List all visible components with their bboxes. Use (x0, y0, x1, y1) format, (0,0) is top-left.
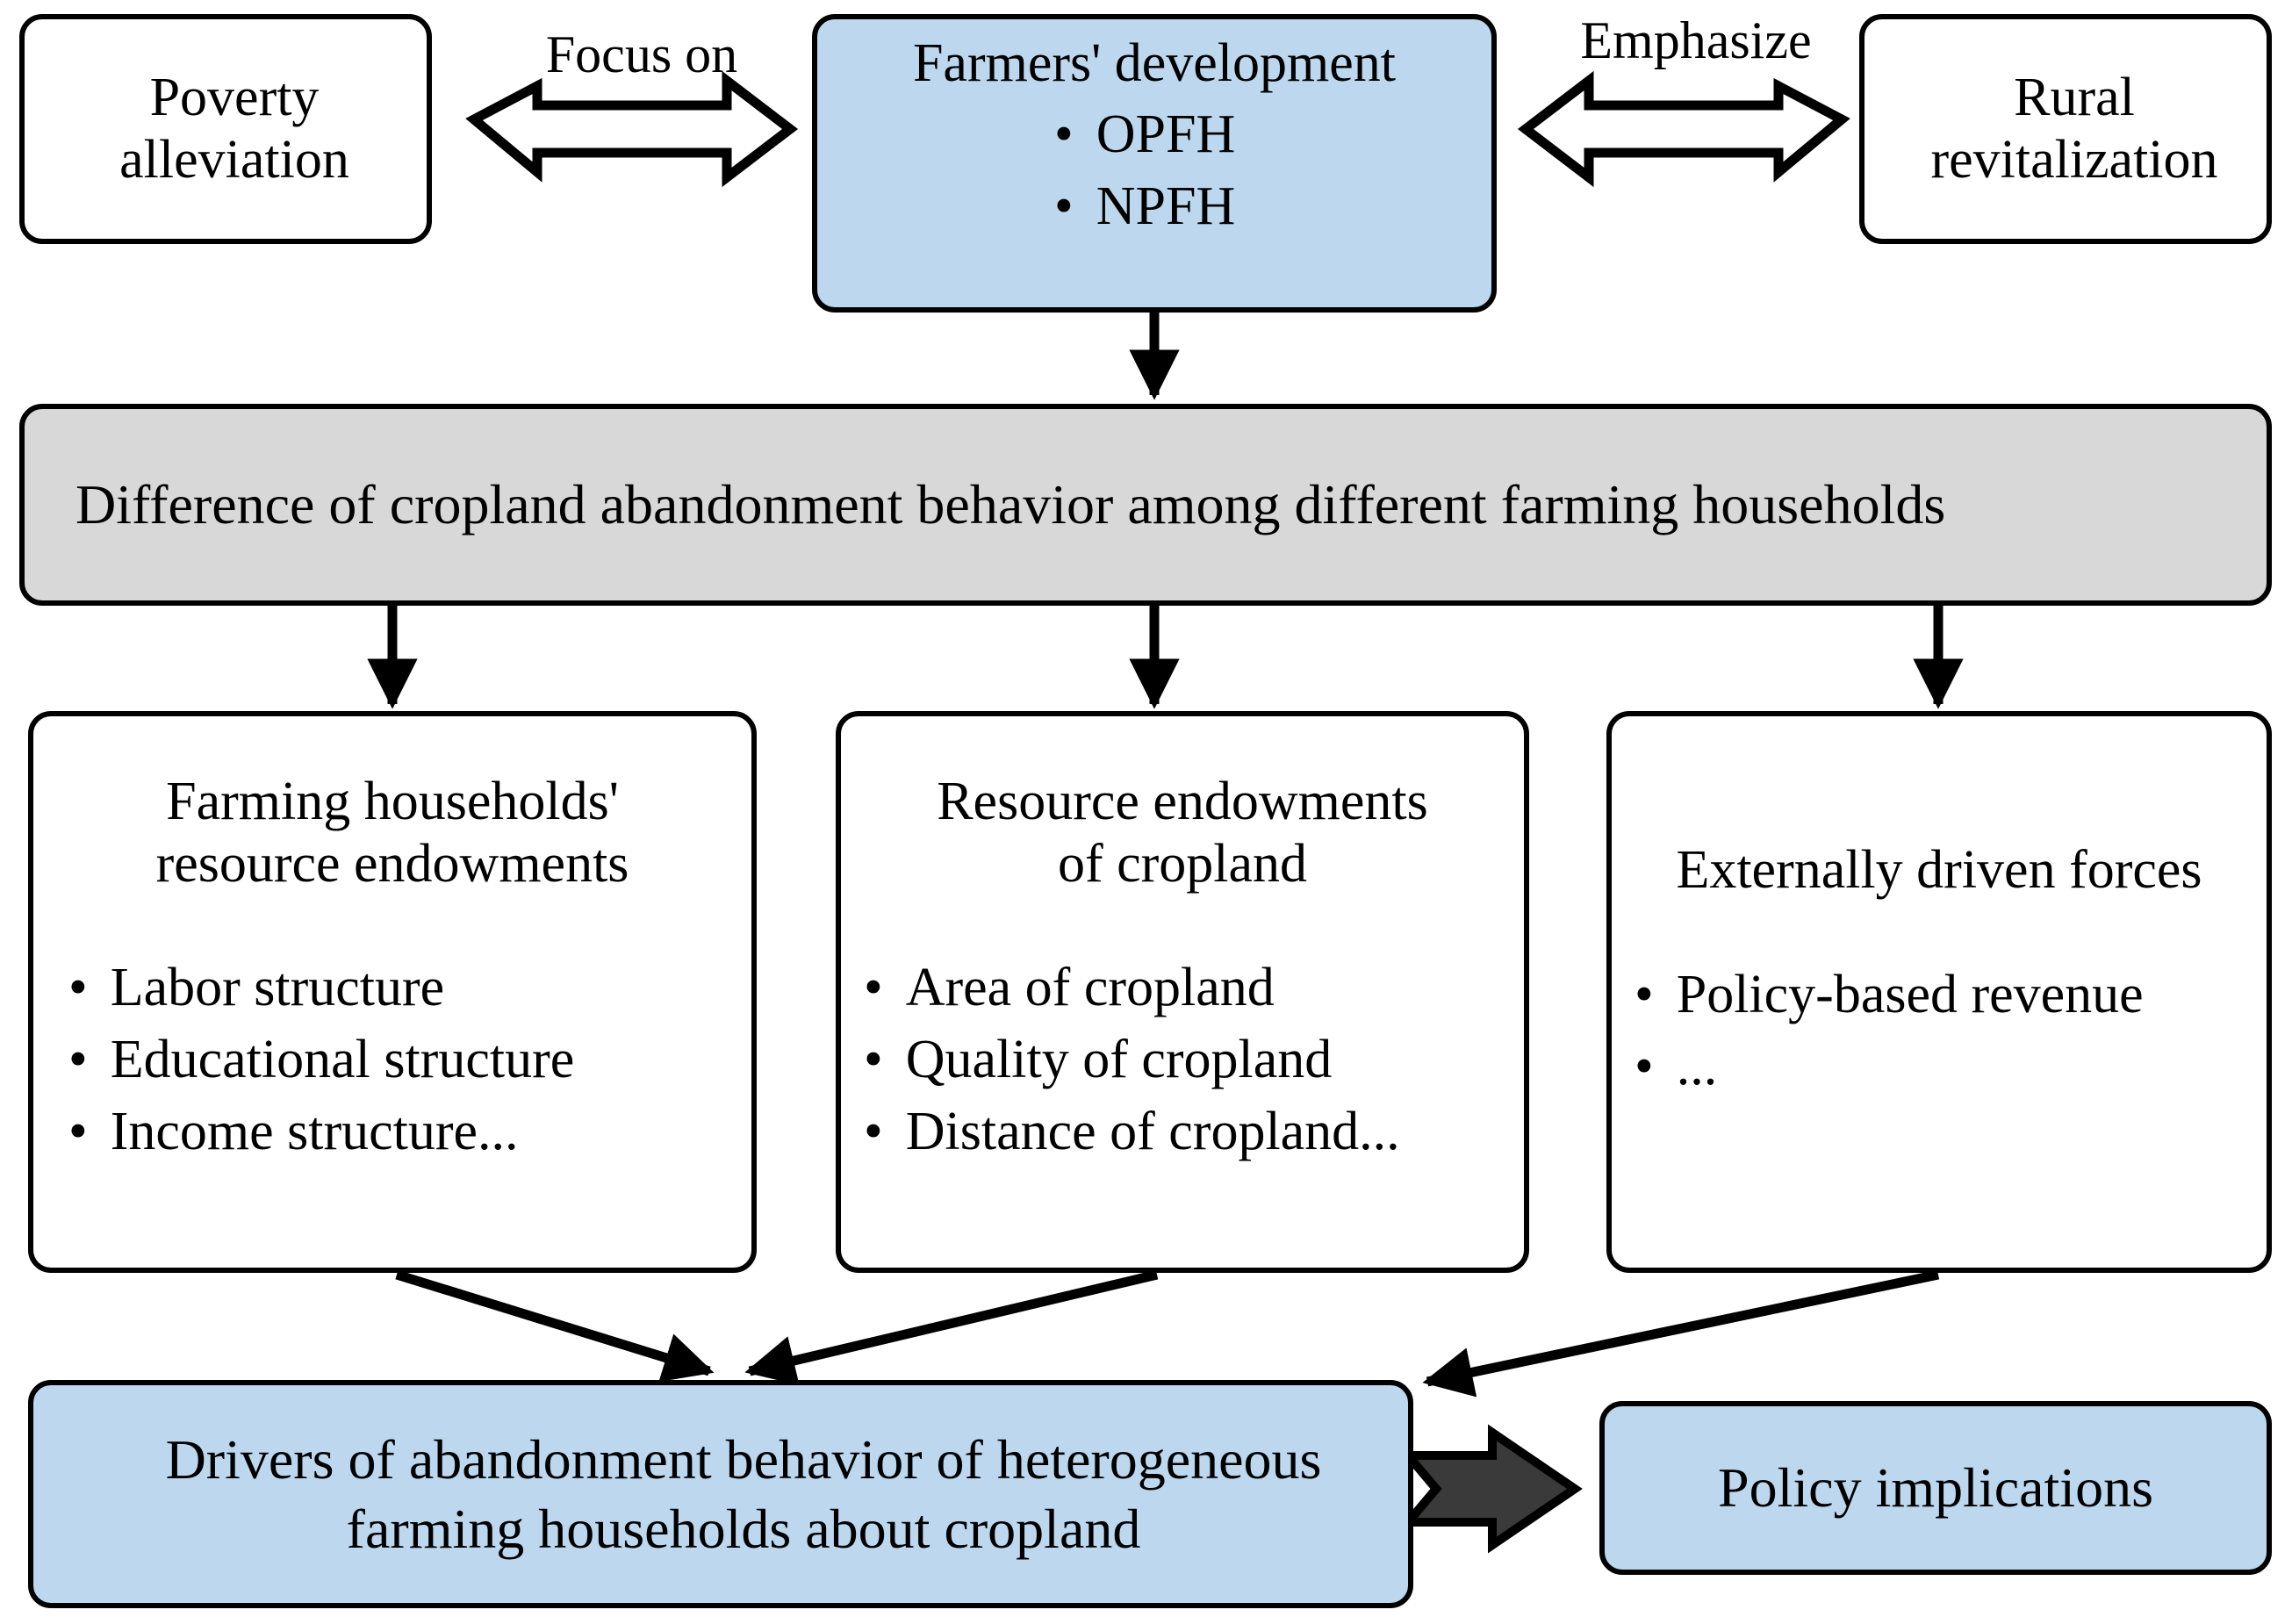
box-difference-of-behavior[interactable]: Difference of cropland abandonment behav… (19, 404, 2272, 606)
list-item-label: OPFH (1096, 104, 1236, 165)
list-item-label: NPFH (1096, 176, 1236, 237)
list-item: • Area of cropland (864, 952, 1524, 1024)
list-item: • ... (1635, 1031, 2267, 1103)
list-item: • Income structure... (68, 1096, 751, 1168)
box-policy-implications-title: Policy implications (1718, 1455, 2153, 1519)
box-drivers-of-abandonment-behavior-body: Drivers of abandonment behavior of heter… (33, 1385, 1454, 1603)
list-item: • Distance of cropland... (864, 1096, 1524, 1168)
block-arrow-focus-on (465, 70, 799, 188)
list-item-label: Income structure... (110, 1102, 519, 1161)
list-item: • NPFH (1054, 171, 1491, 243)
edge-label-emphasize: Emphasize (1580, 11, 1812, 69)
list-item-label: ... (1676, 1036, 1718, 1096)
box-policy-implications-body: Policy implications (1605, 1406, 2267, 1570)
list-item: • Policy-based revenue (1635, 959, 2267, 1031)
list-item-label: Quality of cropland (905, 1030, 1333, 1090)
list-item-label: Area of cropland (905, 958, 1275, 1018)
list-item-label: Labor structure (110, 958, 445, 1018)
bullet-icon: • (68, 1102, 88, 1161)
box-policy-implications[interactable]: Policy implications (1599, 1401, 2272, 1575)
list-item: • OPFH (1054, 99, 1491, 171)
bullet-icon: • (68, 1030, 88, 1090)
list-item: • Educational structure (68, 1024, 751, 1096)
box-difference-of-behavior-title: Difference of cropland abandonment behav… (75, 472, 1946, 535)
box-externally-driven-forces-title: Externally driven forces (1676, 840, 2202, 900)
bullet-icon: • (864, 958, 883, 1018)
list-item-label: Educational structure (110, 1030, 575, 1090)
arrow-external-to-drivers (1422, 1269, 1940, 1398)
bullet-icon: • (1054, 176, 1074, 237)
farming-households-bullet-list: • Labor structure • Educational structur… (68, 952, 751, 1168)
box-farmers-development-title: Farmers' development (912, 33, 1397, 93)
list-item-label: Policy-based revenue (1676, 964, 2144, 1024)
block-arrow-emphasize (1517, 70, 1850, 188)
external-forces-bullet-list: • Policy-based revenue • ... (1635, 959, 2267, 1103)
bullet-icon: • (1635, 964, 1654, 1024)
box-difference-of-behavior-body: Difference of cropland abandonment behav… (25, 409, 2292, 600)
list-item-label: Distance of cropland... (905, 1102, 1400, 1161)
bullet-icon: • (864, 1030, 883, 1090)
box-externally-driven-forces[interactable]: Externally driven forces • Policy-based … (1606, 711, 2272, 1273)
bullet-icon: • (1054, 104, 1074, 165)
edge-label-focus-on: Focus on (545, 25, 738, 83)
bullet-icon: • (68, 958, 88, 1018)
arrow-households-to-drivers (395, 1269, 715, 1383)
arrow-cropland-to-drivers (744, 1269, 1159, 1385)
box-farming-households-resource-endowments[interactable]: Farming households'resource endowments •… (28, 711, 757, 1273)
bullet-icon: • (1635, 1036, 1654, 1096)
box-drivers-of-abandonment-behavior-title: Drivers of abandonment behavior of heter… (165, 1427, 1322, 1560)
farmers-development-bullet-list: • OPFH • NPFH (1054, 99, 1491, 243)
box-farmers-development[interactable]: Farmers' development • OPFH • NPFH (812, 14, 1497, 313)
list-item: • Quality of cropland (864, 1024, 1524, 1096)
cropland-resource-bullet-list: • Area of cropland • Quality of cropland… (864, 952, 1524, 1168)
box-drivers-of-abandonment-behavior[interactable]: Drivers of abandonment behavior of heter… (28, 1380, 1413, 1608)
bullet-icon: • (864, 1102, 883, 1161)
list-item: • Labor structure (68, 952, 751, 1024)
box-farming-households-resource-endowments-title: Farming households'resource endowments (155, 772, 629, 894)
